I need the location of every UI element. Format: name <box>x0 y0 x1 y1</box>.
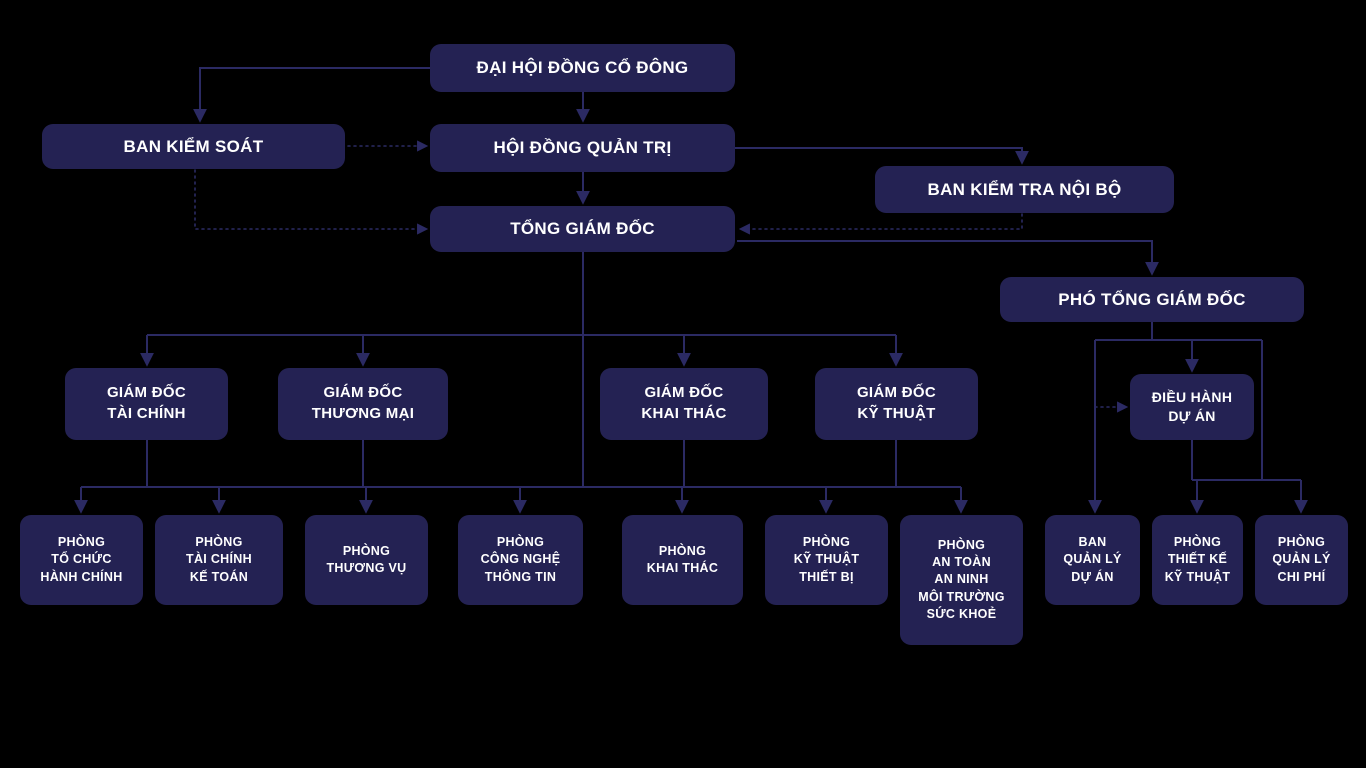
node-phong-khai-thac: PHÒNG KHAI THÁC <box>622 515 743 605</box>
node-dai-hoi-dong-co-dong: ĐẠI HỘI ĐỒNG CỔ ĐÔNG <box>430 44 735 92</box>
node-pho-tong-giam-doc: PHÓ TỔNG GIÁM ĐỐC <box>1000 277 1304 322</box>
node-phong-to-chuc-hanh-chinh: PHÒNG TỔ CHỨC HÀNH CHÍNH <box>20 515 143 605</box>
node-giam-doc-thuong-mai: GIÁM ĐỐC THƯƠNG MẠI <box>278 368 448 440</box>
node-phong-thuong-vu: PHÒNG THƯƠNG VỤ <box>305 515 428 605</box>
node-phong-tai-chinh-ke-toan: PHÒNG TÀI CHÍNH KẾ TOÁN <box>155 515 283 605</box>
node-giam-doc-khai-thac: GIÁM ĐỐC KHAI THÁC <box>600 368 768 440</box>
node-dieu-hanh-du-an: ĐIỀU HÀNH DỰ ÁN <box>1130 374 1254 440</box>
node-tong-giam-doc: TỔNG GIÁM ĐỐC <box>430 206 735 252</box>
node-ban-quan-ly-du-an: BAN QUẢN LÝ DỰ ÁN <box>1045 515 1140 605</box>
node-ban-kiem-soat: BAN KIỂM SOÁT <box>42 124 345 169</box>
node-phong-ky-thuat-thiet-bi: PHÒNG KỸ THUẬT THIẾT BỊ <box>765 515 888 605</box>
node-giam-doc-tai-chinh: GIÁM ĐỐC TÀI CHÍNH <box>65 368 228 440</box>
node-phong-thiet-ke-ky-thuat: PHÒNG THIẾT KẾ KỸ THUẬT <box>1152 515 1243 605</box>
node-ban-kiem-tra-noi-bo: BAN KIỂM TRA NỘI BỘ <box>875 166 1174 213</box>
node-giam-doc-ky-thuat: GIÁM ĐỐC KỸ THUẬT <box>815 368 978 440</box>
node-phong-cong-nghe-thong-tin: PHÒNG CÔNG NGHỆ THÔNG TIN <box>458 515 583 605</box>
node-phong-quan-ly-chi-phi: PHÒNG QUẢN LÝ CHI PHÍ <box>1255 515 1348 605</box>
node-hoi-dong-quan-tri: HỘI ĐỒNG QUẢN TRỊ <box>430 124 735 172</box>
node-phong-an-toan-an-ninh-moi-truong-suc-khoe: PHÒNG AN TOÀN AN NINH MÔI TRƯỜNG SỨC KHO… <box>900 515 1023 645</box>
